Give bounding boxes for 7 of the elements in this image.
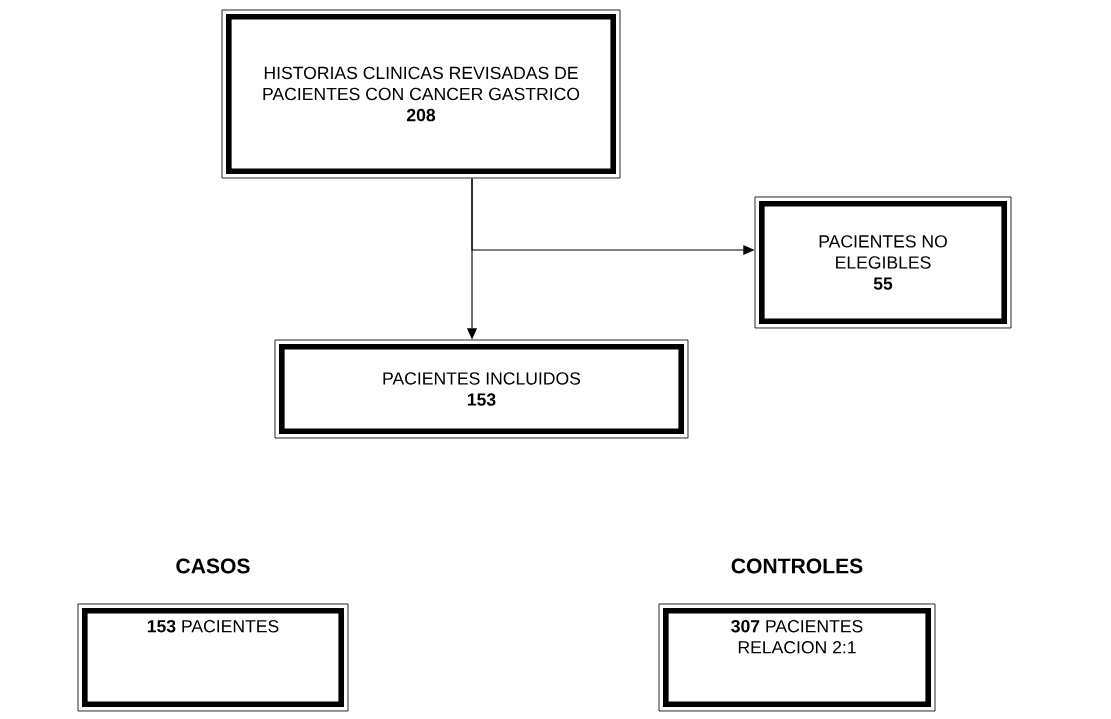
process-box: PACIENTES NO ELEGIBLES 55 [754,196,1012,329]
process-box: 153 PACIENTES [77,603,349,712]
process-box: HISTORIAS CLINICAS REVISADAS DE PACIENTES CON CANCER GASTRICO 208 [221,9,621,179]
box-heading: CONTROLES [731,558,863,574]
process-box: PACIENTES INCLUIDOS 153 [274,339,689,439]
box-heading: CASOS [176,558,250,574]
process-box: 307 PACIENTES RELACION 2:1 [658,603,936,712]
